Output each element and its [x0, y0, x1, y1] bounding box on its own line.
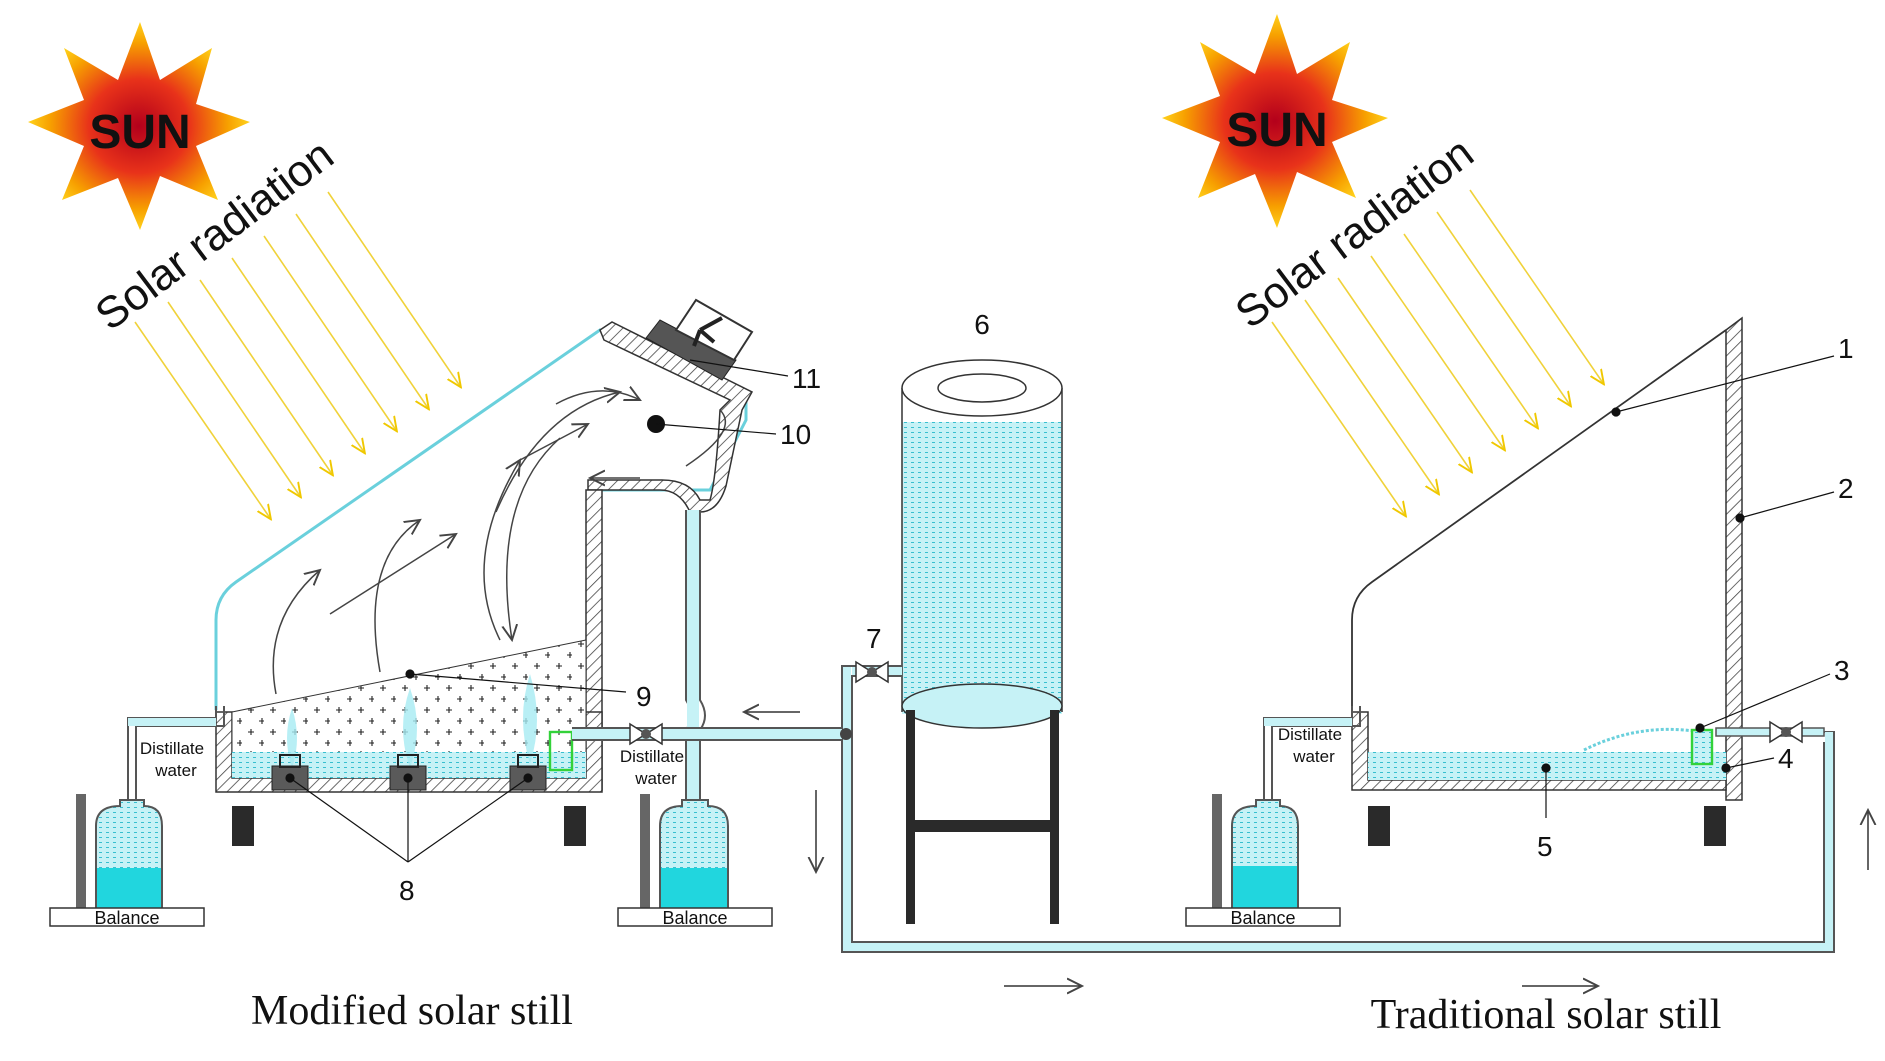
balance-2-label: Balance	[662, 908, 727, 928]
part-number-labels: 1 2 3 4 5 6 7 8 9 10 11	[399, 309, 1854, 906]
tank-stand-leg-right	[1050, 710, 1059, 924]
vapor-2	[403, 688, 417, 768]
traditional-foot-left	[1368, 806, 1390, 846]
valve-modified[interactable]	[629, 722, 663, 746]
tank-stand-leg-left	[906, 710, 915, 924]
sun-right-star	[1162, 14, 1388, 228]
modified-collector-left: Balance Distillate water	[49, 706, 225, 928]
valve-7[interactable]	[855, 660, 889, 684]
part-number-4: 4	[1778, 743, 1794, 774]
traditional-collector: Balance Distillate water	[1185, 706, 1361, 928]
modified-collector-right: Balance Distillate water	[617, 510, 773, 928]
vapor-1	[287, 708, 297, 768]
distillate-label-2b: water	[634, 769, 677, 788]
part-number-2: 2	[1838, 473, 1854, 504]
sun-right: SUN	[1162, 14, 1388, 228]
radiation-rays-right	[1271, 189, 1603, 515]
tank-stand-bar	[914, 820, 1052, 832]
balance-1	[49, 907, 205, 927]
part-number-10: 10	[780, 419, 811, 450]
valve-traditional[interactable]	[1769, 720, 1803, 744]
balance-1-label: Balance	[94, 908, 159, 928]
pipe-junction	[840, 728, 852, 740]
traditional-right-wall	[1725, 316, 1743, 801]
caption-modified: Modified solar still	[251, 988, 573, 1034]
pipe-flow-arrows	[744, 712, 1868, 986]
distillate-label-3b: water	[1292, 747, 1335, 766]
modified-inlet-float	[548, 730, 574, 772]
sun-right-label: SUN	[1226, 104, 1327, 157]
caption-traditional: Traditional solar still	[1371, 992, 1722, 1038]
fan	[645, 298, 754, 381]
modified-foot-left	[232, 806, 254, 846]
part-number-1: 1	[1838, 333, 1854, 364]
modified-foot-right	[564, 806, 586, 846]
feed-tank-bottom	[901, 683, 1063, 729]
sun-left: SUN	[28, 22, 250, 230]
traditional-inlet-float	[1690, 728, 1714, 766]
feed-tank-water	[902, 422, 1062, 714]
distillate-label-1a: Distillate	[140, 739, 204, 758]
part-number-3: 3	[1834, 655, 1850, 686]
balance-2	[617, 907, 773, 927]
feed-tank	[901, 359, 1063, 924]
part-number-5: 5	[1537, 831, 1553, 862]
traditional-still	[1351, 316, 1825, 846]
distillate-label-1b: water	[154, 761, 197, 780]
balance-3-label: Balance	[1230, 908, 1295, 928]
radiation-rays-left	[134, 191, 460, 518]
part-number-6: 6	[974, 309, 990, 340]
vapor-flow-arrows	[272, 391, 727, 695]
part-number-7: 7	[866, 623, 882, 654]
distillate-label-2a: Distillate	[620, 747, 684, 766]
modified-still	[214, 298, 754, 846]
vapor-3	[523, 674, 537, 764]
leader-lines	[285, 355, 1835, 863]
sun-left-star	[28, 22, 250, 230]
traditional-foot-right	[1704, 806, 1726, 846]
traditional-glass-cover	[1351, 329, 1727, 708]
modified-glass-cover	[214, 328, 748, 710]
part-number-8: 8	[399, 875, 415, 906]
part-number-9: 9	[636, 681, 652, 712]
sun-left-label: SUN	[89, 106, 190, 159]
part-number-11: 11	[792, 363, 821, 394]
distillate-label-3a: Distillate	[1278, 725, 1342, 744]
balance-3	[1185, 907, 1341, 927]
